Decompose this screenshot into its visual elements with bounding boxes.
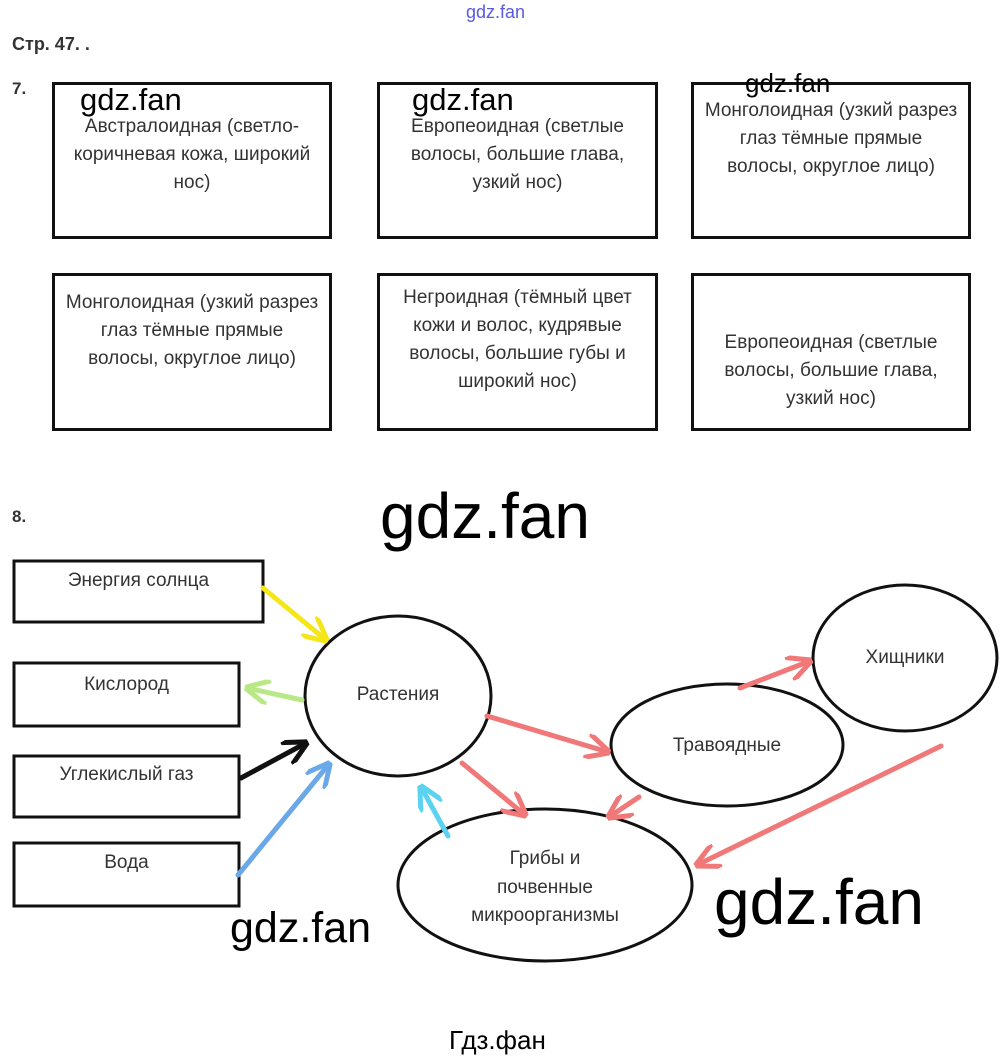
task-7-number: 7.: [12, 79, 27, 98]
watermark-large: gdz.fan: [380, 480, 590, 552]
arrow-return: [421, 787, 451, 839]
card-europeoid: Европеоидная (светлые волосы, большие гл…: [377, 82, 658, 239]
arrow-herbivores-predators: [737, 661, 810, 691]
arrow-water: [235, 764, 329, 878]
card-text: Европеоидная (светлые волосы, большие гл…: [724, 332, 938, 409]
label-predators: Хищники: [865, 647, 945, 668]
arrow-predators-decomposers: [697, 743, 944, 865]
card-text: Европеоидная (светлые волосы, большие гл…: [410, 116, 625, 193]
watermark-large: gdz.fan: [714, 866, 924, 938]
card-europeoid-2: Европеоидная (светлые волосы, большие гл…: [691, 273, 971, 431]
arrow-herbivores-decomposers: [609, 797, 642, 817]
card-australoid: Австралоидная (светло-коричневая кожа, ш…: [52, 82, 332, 239]
arrow-co2: [238, 743, 306, 781]
card-mongoloid: Монголоидная (узкий разрез глаз тёмные п…: [691, 82, 971, 239]
factor-box-co2: [12, 754, 241, 819]
card-text: Австралоидная (светло-коричневая кожа, ш…: [73, 116, 311, 193]
factor-sun: Энергия солнца: [67, 570, 210, 591]
card-text: Негроидная (тёмный цвет кожи и волос, ку…: [403, 287, 632, 392]
node-decomposers: [396, 807, 694, 963]
node-plants: [303, 614, 493, 778]
card-mongoloid-2: Монголоидная (узкий разрез глаз тёмные п…: [52, 273, 332, 431]
card-text: Монголоидная (узкий разрез глаз тёмные п…: [704, 100, 958, 177]
label-decomposers-1: Грибы и: [509, 848, 581, 869]
factor-oxygen: Кислород: [84, 674, 169, 695]
watermark: gdz.fan: [412, 82, 514, 117]
watermark-top: gdz.fan: [466, 2, 526, 22]
label-decomposers-3: микроорганизмы: [471, 905, 619, 926]
label-plants: Растения: [356, 684, 440, 705]
label-herbivores: Травоядные: [672, 735, 782, 756]
label-decomposers-2: почвенные: [497, 877, 593, 898]
page-header: Стр. 47. .: [12, 34, 90, 54]
task-8-number: 8.: [12, 507, 27, 526]
card-negroid: Негроидная (тёмный цвет кожи и волос, ку…: [377, 273, 658, 431]
factor-water: Вода: [104, 852, 149, 873]
factor-box-oxygen: [12, 661, 241, 728]
watermark-footer: Гдз.фан: [449, 1025, 546, 1055]
factor-co2: Углекислый газ: [59, 764, 194, 785]
arrow-oxygen: [247, 688, 305, 700]
arrow-plants-decomposers: [459, 760, 525, 815]
watermark: gdz.fan: [230, 904, 372, 952]
factor-box-sun: [12, 559, 265, 624]
card-text: Монголоидная (узкий разрез глаз тёмные п…: [65, 292, 319, 369]
arrow-plants-herbivores: [484, 713, 608, 752]
watermark: gdz.fan: [745, 68, 831, 98]
watermark: gdz.fan: [80, 82, 182, 117]
arrow-sun: [260, 585, 326, 640]
